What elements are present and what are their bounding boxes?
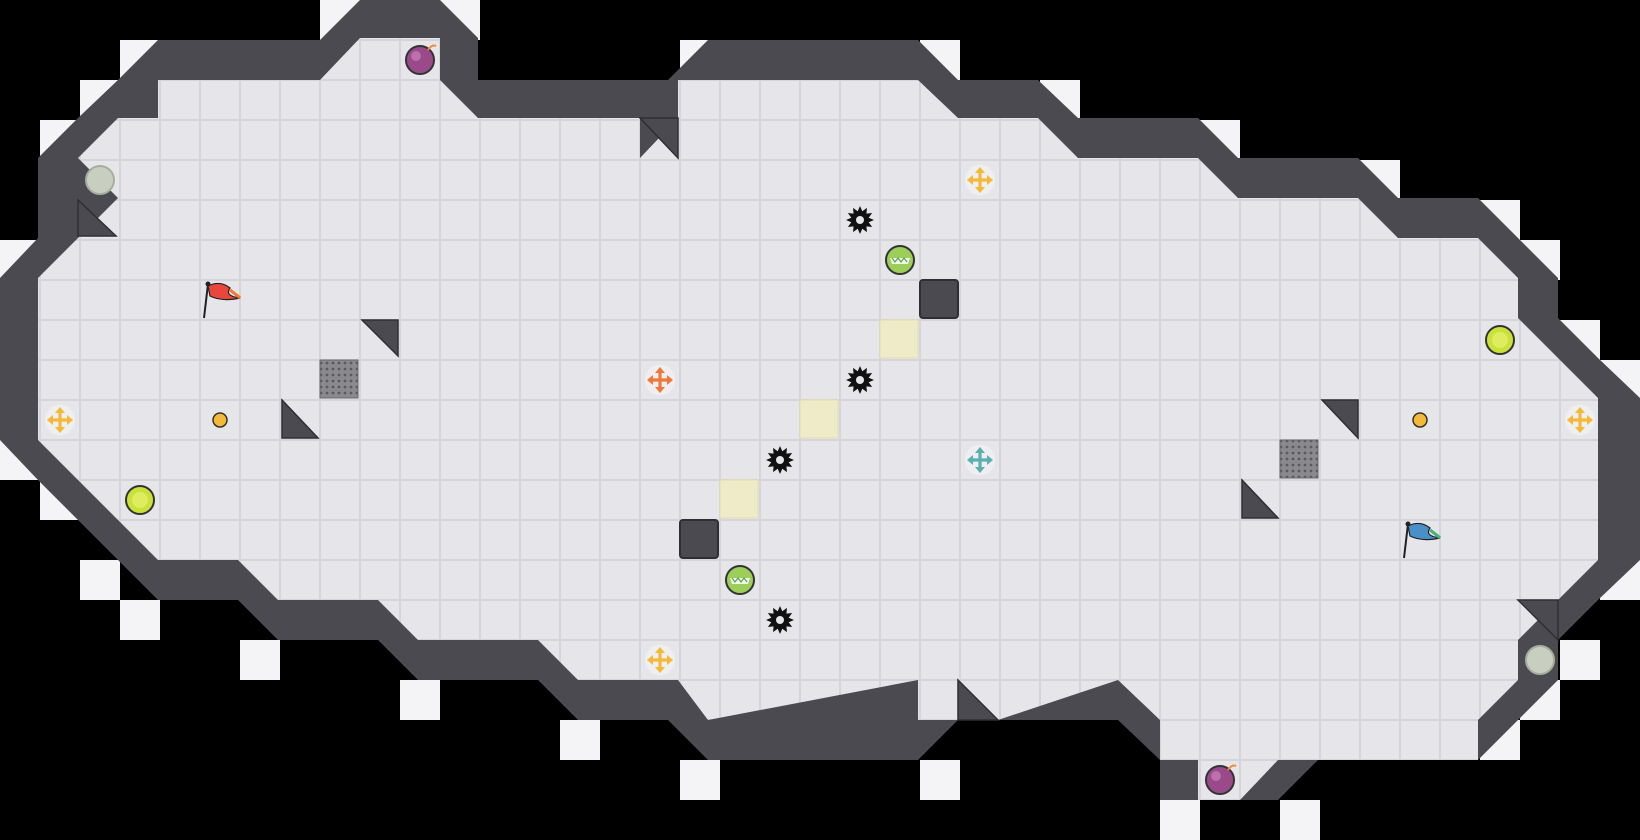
items-layer bbox=[45, 44, 1595, 795]
powerup-icon[interactable] bbox=[1485, 325, 1515, 355]
rim-tile bbox=[1280, 800, 1320, 840]
spike-icon bbox=[766, 446, 794, 474]
portal-icon[interactable] bbox=[85, 165, 115, 195]
boost-icon[interactable] bbox=[965, 445, 995, 475]
rim-tile bbox=[1160, 800, 1200, 840]
wedge-wall bbox=[1320, 399, 1359, 440]
grate-icon bbox=[319, 359, 359, 399]
rim-tile bbox=[560, 720, 600, 760]
wedge-wall bbox=[1241, 478, 1280, 519]
boost-icon[interactable] bbox=[965, 165, 995, 195]
wall-block-icon bbox=[919, 279, 959, 319]
rim-tile bbox=[240, 640, 280, 680]
obstacles-layer bbox=[77, 117, 1559, 721]
wedge-wall bbox=[1516, 599, 1559, 642]
token-dot[interactable] bbox=[212, 412, 228, 428]
bomb-icon[interactable] bbox=[405, 44, 437, 75]
boost-icon[interactable] bbox=[45, 405, 75, 435]
boost-icon[interactable] bbox=[645, 645, 675, 675]
wedge-wall bbox=[360, 319, 399, 358]
rim-tile bbox=[920, 760, 960, 800]
wedge-wall bbox=[957, 678, 1000, 721]
bonus-icon[interactable] bbox=[725, 565, 755, 595]
rim-tile bbox=[400, 680, 440, 720]
rim-tile bbox=[80, 560, 120, 600]
boost-icon[interactable] bbox=[645, 365, 675, 395]
gate-icon bbox=[719, 479, 759, 519]
boost-icon[interactable] bbox=[1565, 405, 1595, 435]
wedge-wall bbox=[281, 398, 320, 439]
grate-icon bbox=[1279, 439, 1319, 479]
rim-tile bbox=[1560, 640, 1600, 680]
gate-icon bbox=[879, 319, 919, 359]
wedge-wall bbox=[638, 117, 679, 160]
rim-tile bbox=[680, 760, 720, 800]
flag-icon[interactable] bbox=[203, 281, 242, 319]
spike-icon bbox=[766, 606, 794, 634]
wedge-wall bbox=[77, 198, 118, 237]
powerup-icon[interactable] bbox=[125, 485, 155, 515]
flag-icon[interactable] bbox=[1403, 521, 1442, 559]
wall-block-icon bbox=[679, 519, 719, 559]
spike-icon bbox=[846, 206, 874, 234]
rim-tile bbox=[120, 600, 160, 640]
gate-icon bbox=[799, 399, 839, 439]
bomb-icon[interactable] bbox=[1205, 764, 1237, 795]
spike-icon bbox=[846, 366, 874, 394]
portal-icon[interactable] bbox=[1525, 645, 1555, 675]
bonus-icon[interactable] bbox=[885, 245, 915, 275]
token-dot[interactable] bbox=[1412, 412, 1428, 428]
